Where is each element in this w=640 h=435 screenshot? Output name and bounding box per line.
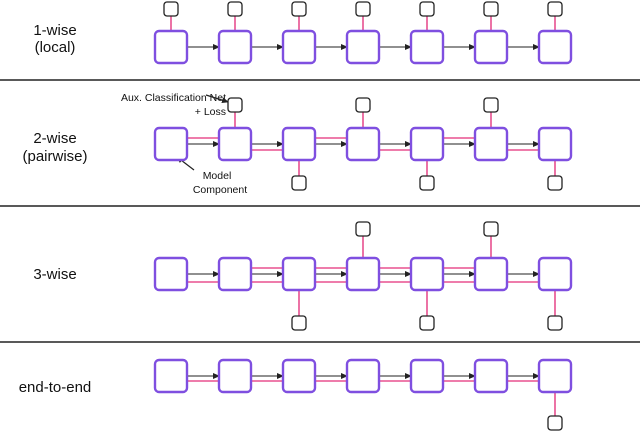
aux-loss-box <box>163 1 179 17</box>
aux-loss-box <box>355 221 371 237</box>
model-component-module <box>473 29 509 65</box>
aux-loss-box <box>291 175 307 191</box>
model-component-module <box>537 126 573 162</box>
aux-loss-box <box>355 97 371 113</box>
model-component-module <box>281 256 317 292</box>
model-component-module <box>409 358 445 394</box>
aux-loss-box <box>419 315 435 331</box>
model-component-module <box>409 29 445 65</box>
model-component-module <box>153 256 189 292</box>
row-sublabel-1-wise: (local) <box>35 39 76 56</box>
model-component-label-line2: Component <box>193 184 247 196</box>
model-component-module <box>281 126 317 162</box>
model-component-module <box>153 358 189 394</box>
model-component-module <box>345 29 381 65</box>
aux-loss-box <box>483 1 499 17</box>
aux-loss-box <box>419 1 435 17</box>
model-component-module <box>217 256 253 292</box>
model-component-label: Model <box>203 170 232 182</box>
model-component-module <box>345 126 381 162</box>
aux-net-pointer-arrow <box>205 94 229 104</box>
model-component-module <box>473 126 509 162</box>
row-sublabel-2-wise: (pairwise) <box>22 148 87 165</box>
model-component-module <box>537 29 573 65</box>
aux-loss-box <box>547 1 563 17</box>
aux-classification-net-label-line2: + Loss <box>195 106 226 118</box>
aux-loss-box <box>291 1 307 17</box>
model-component-module <box>345 256 381 292</box>
aux-loss-box <box>483 221 499 237</box>
aux-loss-box <box>547 175 563 191</box>
model-component-module <box>153 126 189 162</box>
model-component-module <box>217 29 253 65</box>
model-component-module <box>217 358 253 394</box>
aux-loss-box <box>227 1 243 17</box>
model-component-module <box>409 256 445 292</box>
aux-loss-box <box>483 97 499 113</box>
model-component-module <box>281 29 317 65</box>
row-label-1-wise: 1-wise <box>33 22 76 39</box>
model-component-module <box>537 358 573 394</box>
model-component-module <box>537 256 573 292</box>
model-component-module <box>409 126 445 162</box>
row-label-3-wise: 3-wise <box>33 266 76 283</box>
row-label-end-to-end: end-to-end <box>19 379 92 396</box>
model-component-module <box>345 358 381 394</box>
aux-loss-box <box>547 315 563 331</box>
model-component-module <box>473 256 509 292</box>
model-component-module <box>153 29 189 65</box>
model-component-module <box>217 126 253 162</box>
model-component-module <box>281 358 317 394</box>
aux-classification-net-label: Aux. Classification Net <box>121 92 226 104</box>
aux-loss-box <box>291 315 307 331</box>
aux-loss-box <box>355 1 371 17</box>
aux-loss-box <box>227 97 243 113</box>
aux-loss-box <box>419 175 435 191</box>
model-component-module <box>473 358 509 394</box>
row-label-2-wise: 2-wise <box>33 130 76 147</box>
aux-loss-box <box>547 415 563 431</box>
